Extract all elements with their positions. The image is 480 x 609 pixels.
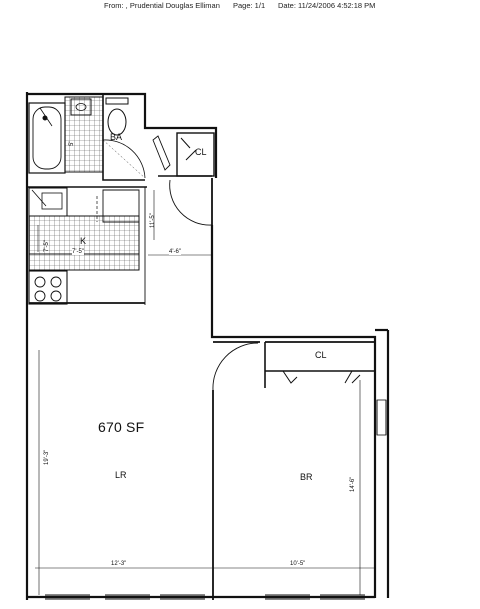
dim-bath-width: 5' [69, 141, 75, 146]
windows [45, 399, 387, 600]
kitchen [27, 186, 147, 305]
bedroom-partition [212, 341, 375, 600]
dim-kitchen-width: 7'-5" [72, 249, 84, 255]
dim-bedroom-width: 10'-5" [290, 561, 306, 567]
dim-kitchen-length: 7'-5" [44, 240, 50, 252]
entry-closet [152, 132, 215, 177]
bathroom [28, 95, 146, 181]
dim-living-length: 19'-3" [44, 449, 50, 465]
exterior-walls [25, 92, 390, 600]
room-label-entry-closet: CL [195, 147, 207, 157]
room-label-living-room: LR [115, 470, 127, 480]
total-area-label: 670 SF [98, 419, 145, 435]
dim-foyer-width: 4'-6" [169, 249, 181, 255]
room-label-bath: BA [110, 132, 123, 142]
room-label-bedroom: BR [300, 472, 313, 482]
dim-bedroom-length: 14'-6" [350, 476, 356, 492]
fax-from: From: , Prudential Douglas Elliman [104, 1, 220, 10]
fax-page: Page: 1/1 [233, 1, 266, 10]
dim-living-width: 12'-3" [111, 561, 127, 567]
room-label-bedroom-closet: CL [315, 350, 327, 360]
fax-header: From: , Prudential Douglas Elliman Page:… [0, 1, 480, 13]
dimension-lines [29, 190, 374, 595]
dim-foyer-length: 11'-5" [150, 213, 156, 228]
fax-date: Date: 11/24/2006 4:52:18 PM [278, 1, 376, 10]
foyer-door [169, 178, 213, 226]
room-label-kitchen: K [80, 236, 87, 246]
